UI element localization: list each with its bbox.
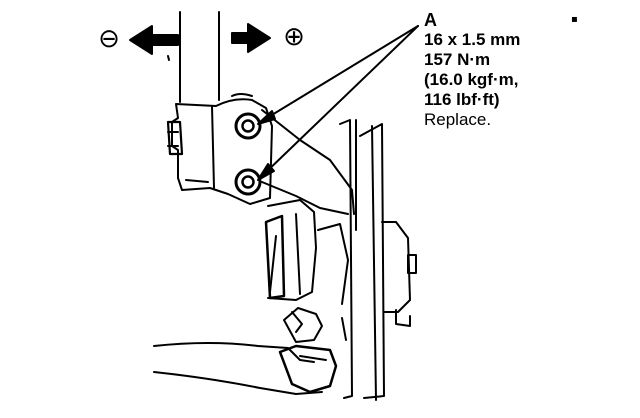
- callout-leaders: [257, 25, 419, 181]
- brake-disc: [339, 119, 417, 401]
- arrow-left-icon: [129, 25, 179, 55]
- strut-bracket: [166, 93, 355, 215]
- torque-lbfft: 116 lbf·ft): [424, 90, 500, 109]
- upper-bolt: [234, 112, 262, 140]
- strut-tube: [167, 11, 220, 103]
- arrow-right-icon: [231, 23, 271, 53]
- lower-arm: [153, 307, 347, 395]
- minus-direction-icon: ⊖: [98, 24, 120, 54]
- callout-letter: A: [424, 10, 437, 30]
- corner-mark: ▪: [571, 14, 578, 25]
- lower-bolt: [234, 168, 262, 196]
- torque-kgfm: (16.0 kgf·m,: [424, 70, 519, 89]
- callout-a: A 16 x 1.5 mm 157 N·m (16.0 kgf·m, 116 l…: [424, 10, 634, 130]
- steering-knuckle: [264, 199, 349, 305]
- plus-direction-icon: ⊕: [283, 22, 305, 52]
- bolt-size: 16 x 1.5 mm: [424, 30, 521, 49]
- replace-note: Replace.: [424, 110, 492, 129]
- torque-nm: 157 N·m: [424, 50, 491, 69]
